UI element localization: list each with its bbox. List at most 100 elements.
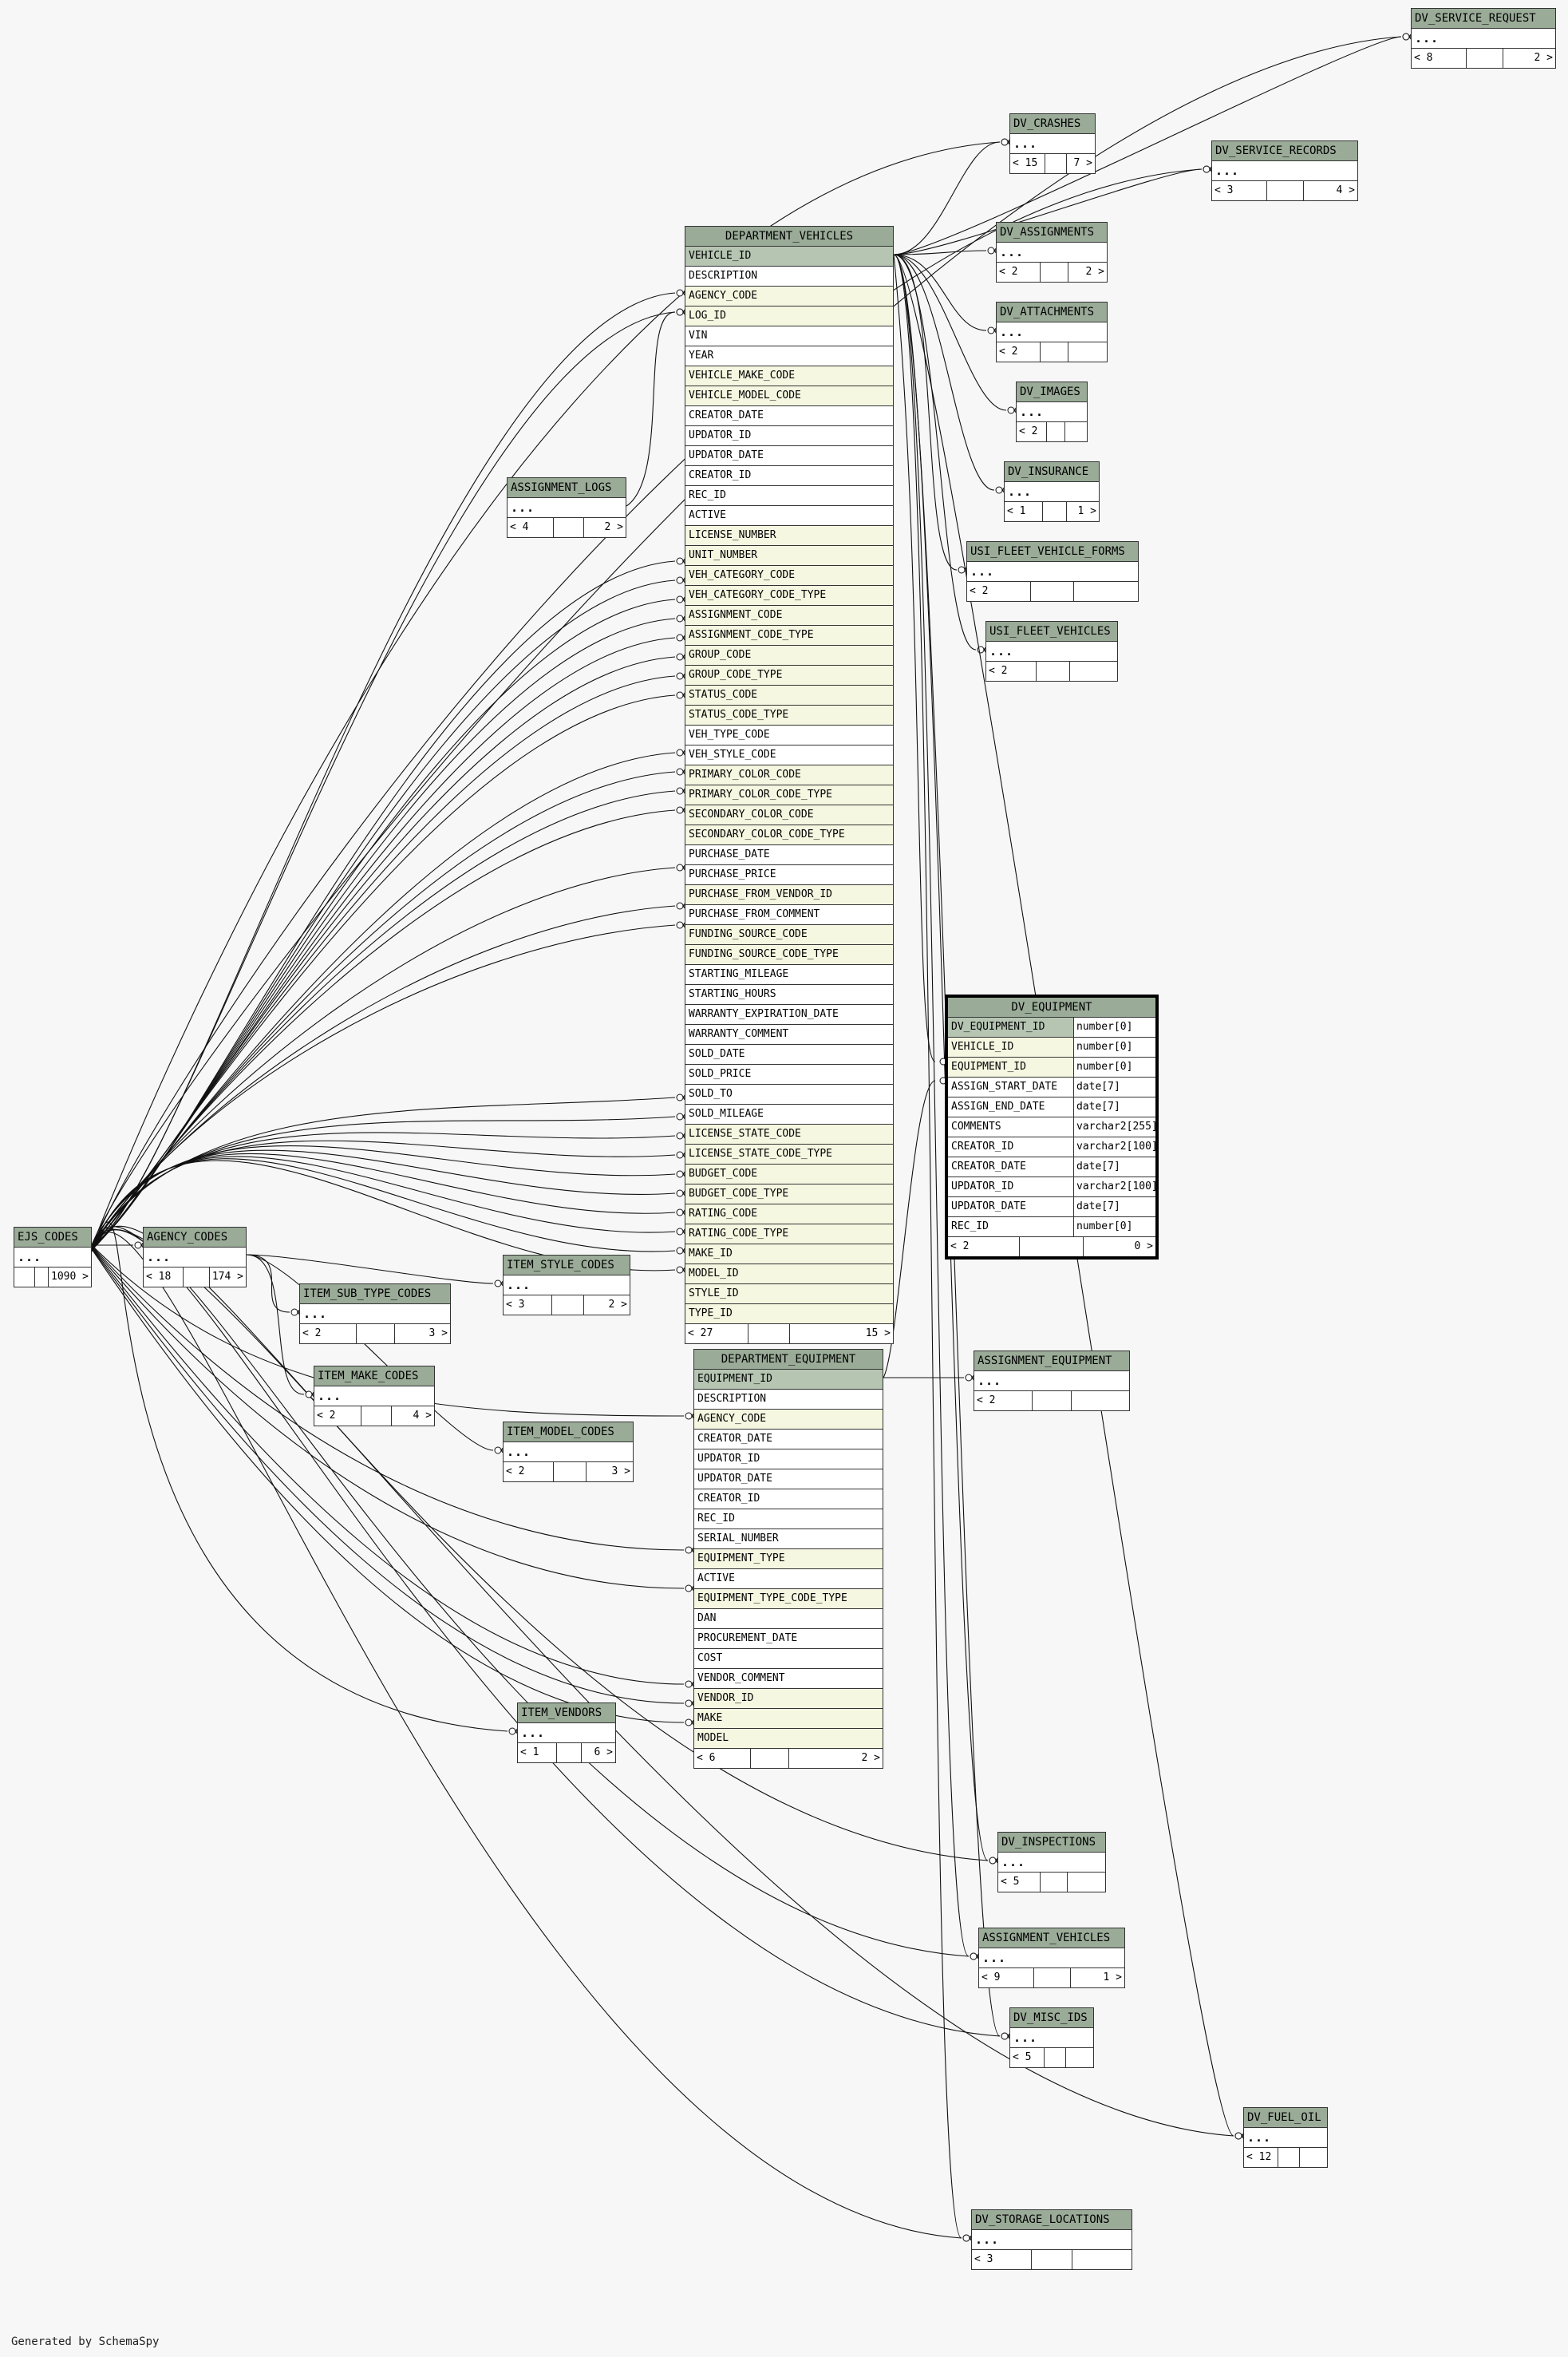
column-equipment-type-code-type[interactable]: EQUIPMENT_TYPE_CODE_TYPE: [694, 1589, 883, 1609]
column-license-state-code[interactable]: LICENSE_STATE_CODE: [685, 1125, 893, 1145]
column-serial-number[interactable]: SERIAL_NUMBER: [694, 1529, 883, 1549]
column-active[interactable]: ACTIVE: [694, 1569, 883, 1589]
column-rating-code[interactable]: RATING_CODE: [685, 1204, 893, 1224]
parents-count[interactable]: < 4: [508, 518, 554, 537]
column-rec-id[interactable]: REC_ID: [685, 486, 893, 506]
column-vehicle-make-code[interactable]: VEHICLE_MAKE_CODE: [685, 366, 893, 386]
table-name[interactable]: USI_FLEET_VEHICLES: [986, 622, 1117, 642]
children-count[interactable]: 7 >: [1073, 157, 1092, 169]
children-count[interactable]: [1068, 1873, 1105, 1892]
parents-count[interactable]: < 2: [997, 263, 1041, 282]
parents-count[interactable]: < 2: [314, 1406, 361, 1426]
table-dv-misc-ids[interactable]: DV_MISC_IDS...< 5: [1009, 2007, 1094, 2068]
parents-count[interactable]: < 3: [1212, 181, 1267, 200]
parents-count[interactable]: < 2: [974, 1391, 1033, 1410]
column-creator-id[interactable]: CREATOR_ID: [685, 466, 893, 486]
table-name[interactable]: DV_EQUIPMENT: [948, 998, 1155, 1018]
column-updator-date[interactable]: UPDATOR_DATE: [694, 1469, 883, 1489]
column-dan[interactable]: DAN: [694, 1609, 883, 1629]
table-name[interactable]: ITEM_STYLE_CODES: [504, 1256, 630, 1275]
table-usi-fleet-vehicle-forms[interactable]: USI_FLEET_VEHICLE_FORMS...< 2: [966, 541, 1139, 602]
parents-count[interactable]: < 2: [504, 1462, 554, 1481]
column-group-code-type[interactable]: GROUP_CODE_TYPE: [685, 666, 893, 686]
table-name[interactable]: DV_CRASHES: [1010, 114, 1095, 134]
column-budget-code[interactable]: BUDGET_CODE: [685, 1165, 893, 1184]
column-veh-style-code[interactable]: VEH_STYLE_CODE: [685, 745, 893, 765]
column-type-id[interactable]: TYPE_ID: [685, 1304, 893, 1324]
children-count[interactable]: 6 >: [594, 1746, 613, 1758]
children-count[interactable]: 2 >: [1534, 52, 1553, 64]
parents-count[interactable]: < 18: [144, 1267, 184, 1287]
children-count[interactable]: [1070, 662, 1117, 681]
column-creator-date[interactable]: CREATOR_DATE: [694, 1430, 883, 1449]
column-updator-id[interactable]: UPDATOR_ID: [685, 426, 893, 446]
table-name[interactable]: DEPARTMENT_VEHICLES: [685, 227, 893, 247]
column-creator-id[interactable]: CREATOR_ID: [694, 1489, 883, 1509]
column-purchase-from-vendor-id[interactable]: PURCHASE_FROM_VENDOR_ID: [685, 885, 893, 905]
column-purchase-date[interactable]: PURCHASE_DATE: [685, 845, 893, 865]
column-procurement-date[interactable]: PROCUREMENT_DATE: [694, 1629, 883, 1649]
column-funding-source-code-type[interactable]: FUNDING_SOURCE_CODE_TYPE: [685, 945, 893, 965]
parents-count[interactable]: < 2: [1017, 422, 1047, 441]
table-usi-fleet-vehicles[interactable]: USI_FLEET_VEHICLES...< 2: [985, 621, 1118, 682]
parents-count[interactable]: < 12: [1244, 2148, 1278, 2167]
children-count[interactable]: 4 >: [1336, 184, 1355, 196]
parents-count[interactable]: < 1: [518, 1743, 557, 1762]
parents-count[interactable]: < 5: [1010, 2048, 1045, 2067]
table-name[interactable]: ASSIGNMENT_LOGS: [508, 478, 626, 498]
children-count[interactable]: 3 >: [611, 1465, 630, 1477]
column-creator-date[interactable]: CREATOR_DATE: [685, 406, 893, 426]
table-name[interactable]: AGENCY_CODES: [144, 1228, 246, 1248]
column-vin[interactable]: VIN: [685, 326, 893, 346]
column-warranty-expiration-date[interactable]: WARRANTY_EXPIRATION_DATE: [685, 1005, 893, 1025]
parents-count[interactable]: < 3: [504, 1295, 552, 1315]
table-name[interactable]: ITEM_VENDORS: [518, 1703, 615, 1723]
table-name[interactable]: DV_IMAGES: [1017, 382, 1087, 402]
table-name[interactable]: DEPARTMENT_EQUIPMENT: [694, 1350, 883, 1370]
children-count[interactable]: 1090 >: [51, 1271, 89, 1283]
parents-count[interactable]: < 1: [1005, 502, 1043, 521]
column-make-id[interactable]: MAKE_ID: [685, 1244, 893, 1264]
table-assignment-equipment[interactable]: ASSIGNMENT_EQUIPMENT...< 2: [974, 1351, 1130, 1411]
column-equipment-id[interactable]: EQUIPMENT_ID: [694, 1370, 883, 1390]
table-name[interactable]: DV_INSPECTIONS: [998, 1833, 1105, 1853]
column-model[interactable]: MODEL: [694, 1729, 883, 1749]
column-year[interactable]: YEAR: [685, 346, 893, 366]
column-updator-id[interactable]: UPDATOR_ID: [694, 1449, 883, 1469]
children-count[interactable]: 15 >: [865, 1327, 891, 1339]
children-count[interactable]: [1066, 2048, 1093, 2067]
parents-count[interactable]: < 2: [300, 1324, 357, 1343]
children-count[interactable]: 0 >: [1134, 1240, 1153, 1252]
table-ejs-codes[interactable]: EJS_CODES...1090 >: [14, 1227, 92, 1287]
parents-count[interactable]: < 2: [948, 1237, 1020, 1256]
table-name[interactable]: DV_ASSIGNMENTS: [997, 223, 1107, 243]
column-model-id[interactable]: MODEL_ID: [685, 1264, 893, 1284]
column-vendor-id[interactable]: VENDOR_ID: [694, 1689, 883, 1709]
column-warranty-comment[interactable]: WARRANTY_COMMENT: [685, 1025, 893, 1045]
column-license-state-code-type[interactable]: LICENSE_STATE_CODE_TYPE: [685, 1145, 893, 1165]
parents-count[interactable]: < 9: [979, 1968, 1034, 1987]
children-count[interactable]: [1300, 2148, 1327, 2167]
table-name[interactable]: DV_STORAGE_LOCATIONS: [972, 2210, 1132, 2230]
children-count[interactable]: [1068, 342, 1107, 362]
children-count[interactable]: [1072, 1391, 1129, 1410]
children-count[interactable]: 2 >: [604, 521, 623, 533]
column-agency-code[interactable]: AGENCY_CODE: [694, 1410, 883, 1430]
column-budget-code-type[interactable]: BUDGET_CODE_TYPE: [685, 1184, 893, 1204]
column-vendor-comment[interactable]: VENDOR_COMMENT: [694, 1669, 883, 1689]
column-assignment-code-type[interactable]: ASSIGNMENT_CODE_TYPE: [685, 626, 893, 646]
